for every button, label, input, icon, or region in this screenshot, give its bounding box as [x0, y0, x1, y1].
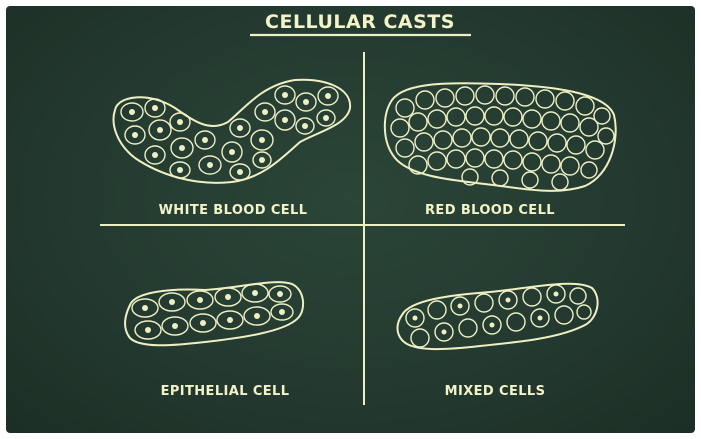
rbc-cast — [385, 83, 616, 191]
label-epithelial-cell: EPITHELIAL CELL — [161, 384, 290, 399]
label-red-blood-cell: RED BLOOD CELL — [425, 203, 555, 218]
mixed-cast — [397, 284, 597, 349]
label-white-blood-cell: WHITE BLOOD CELL — [159, 203, 308, 218]
epithelial-cast — [125, 282, 303, 345]
epithelial-nuclei — [142, 290, 285, 333]
label-mixed-cells: MIXED CELLS — [445, 384, 546, 399]
wbc-cast — [114, 80, 351, 183]
diagram-title: CELLULAR CASTS — [265, 11, 455, 33]
mixed-cells — [406, 285, 591, 347]
